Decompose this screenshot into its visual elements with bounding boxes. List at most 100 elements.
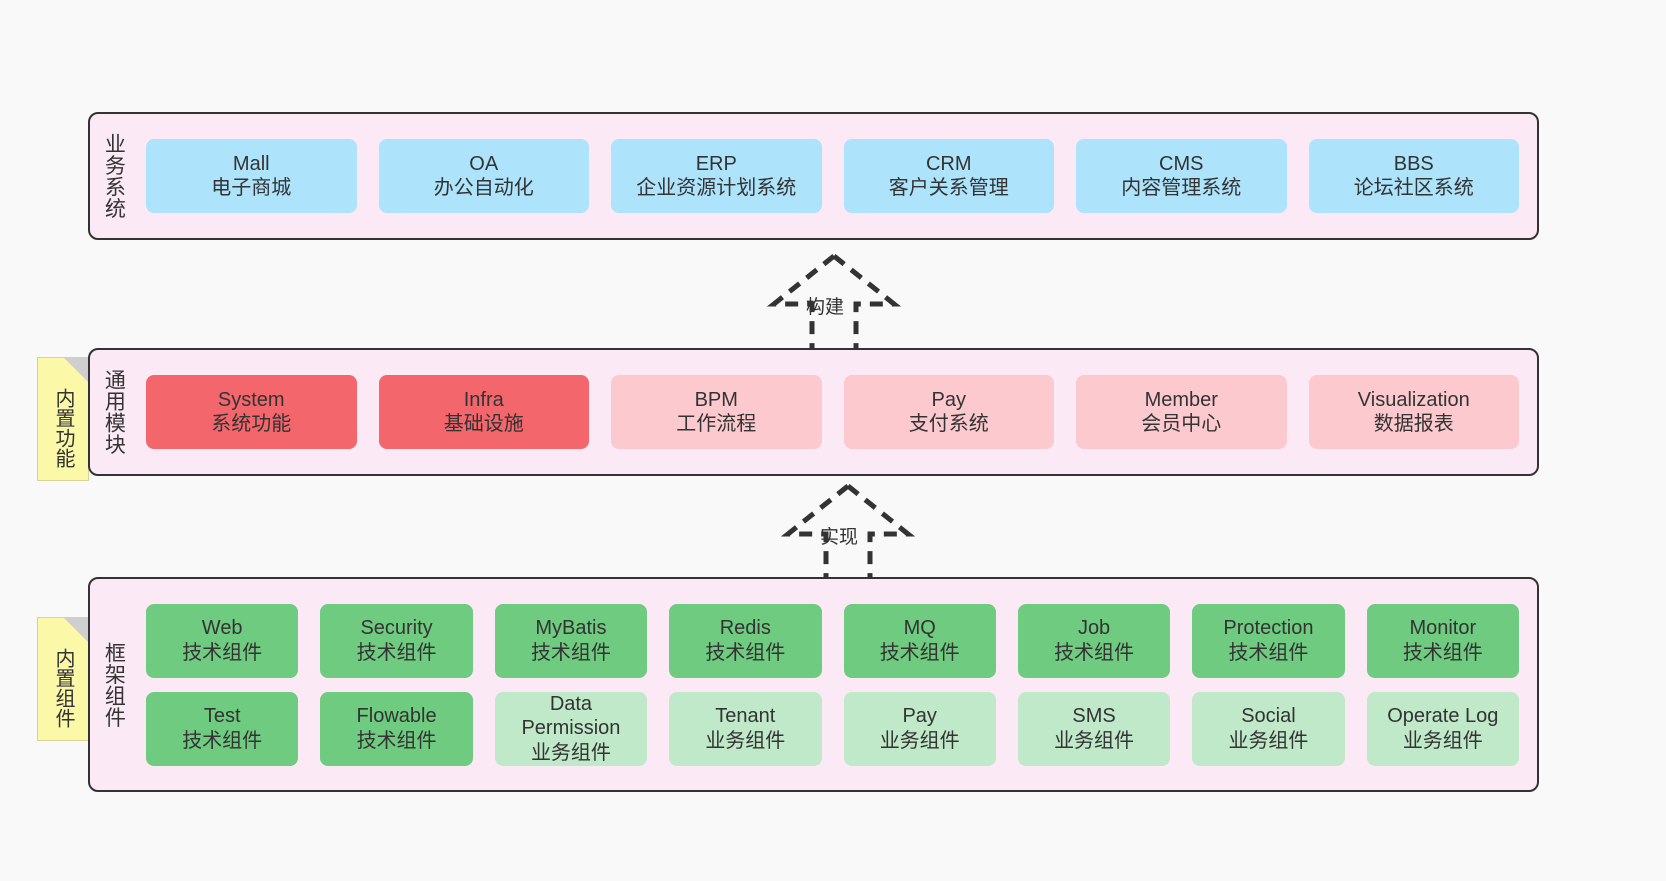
layer-title-common-modules: 通用模块: [102, 369, 126, 455]
node-title: ERP: [695, 152, 737, 175]
node-title: Job: [1077, 617, 1111, 640]
arrow-implement: 实现: [758, 482, 938, 582]
node-title: Web: [201, 617, 243, 640]
node-title: BBS: [1393, 152, 1434, 175]
node-subtitle: 业务组件: [1054, 729, 1135, 752]
node-subtitle: 内容管理系统: [1121, 177, 1242, 199]
arrow-build: 构建: [744, 252, 924, 352]
node-crm[interactable]: CRM 客户关系管理: [843, 139, 1054, 213]
node-flowable[interactable]: Flowable 技术组件: [320, 691, 473, 766]
node-security[interactable]: Security 技术组件: [320, 603, 473, 678]
node-subtitle: 会员中心: [1141, 413, 1222, 435]
node-subtitle: 支付系统: [908, 413, 989, 435]
node-row: Web 技术组件 Security 技术组件 MyBatis 技术组件 Redi…: [146, 603, 1519, 678]
layer-body-common-modules: System 系统功能 Infra 基础设施 BPM 工作流程 Pay 支付系统…: [136, 350, 1537, 474]
node-title: Flowable: [356, 705, 437, 728]
node-subtitle: 企业资源计划系统: [636, 177, 797, 199]
node-row: Mall 电子商城 OA 办公自动化 ERP 企业资源计划系统 CRM 客户关系…: [146, 139, 1519, 213]
node-title: MyBatis: [535, 617, 607, 640]
node-system[interactable]: System 系统功能: [146, 375, 357, 449]
node-operate-log[interactable]: Operate Log 业务组件: [1366, 691, 1519, 766]
node-title: Infra: [463, 388, 504, 411]
node-social[interactable]: Social 业务组件: [1192, 691, 1345, 766]
node-title: BPM: [694, 388, 738, 411]
note-builtin-features: 内置功能: [37, 357, 89, 481]
node-subtitle: 技术组件: [356, 729, 437, 752]
node-data-permission[interactable]: Data Permission 业务组件: [494, 691, 648, 766]
node-sms[interactable]: SMS 业务组件: [1017, 691, 1171, 766]
layer-title-business-systems: 业务系统: [102, 133, 126, 219]
node-subtitle: 客户关系管理: [888, 177, 1009, 199]
node-subtitle: 业务组件: [1228, 729, 1309, 752]
node-title: Operate Log: [1387, 705, 1499, 728]
node-subtitle: 基础设施: [443, 413, 524, 435]
layer-title-framework-components: 框架组件: [102, 641, 126, 728]
node-subtitle: 技术组件: [182, 729, 263, 752]
node-row: Test 技术组件 Flowable 技术组件 Data Permission …: [146, 691, 1519, 766]
node-title: Protection: [1223, 617, 1314, 640]
node-subtitle: 业务组件: [530, 741, 611, 764]
node-title: Mall: [232, 152, 270, 175]
node-member[interactable]: Member 会员中心: [1076, 375, 1287, 449]
node-pay-component[interactable]: Pay 业务组件: [843, 691, 996, 766]
node-monitor[interactable]: Monitor 技术组件: [1366, 603, 1519, 678]
node-title: OA: [469, 152, 499, 175]
node-tenant[interactable]: Tenant 业务组件: [669, 691, 822, 766]
node-subtitle: 技术组件: [879, 641, 960, 664]
node-subtitle: 数据报表: [1373, 413, 1454, 435]
arrow-implement-icon: [780, 484, 916, 582]
node-pay-module[interactable]: Pay 支付系统: [843, 375, 1054, 449]
node-bpm[interactable]: BPM 工作流程: [611, 375, 822, 449]
node-mall[interactable]: Mall 电子商城: [146, 139, 357, 213]
node-bbs[interactable]: BBS 论坛社区系统: [1308, 139, 1519, 213]
layer-body-business-systems: Mall 电子商城 OA 办公自动化 ERP 企业资源计划系统 CRM 客户关系…: [136, 114, 1537, 238]
node-cms[interactable]: CMS 内容管理系统: [1076, 139, 1287, 213]
node-mq[interactable]: MQ 技术组件: [843, 603, 996, 678]
node-oa[interactable]: OA 办公自动化: [378, 139, 589, 213]
layer-common-modules: 通用模块 System 系统功能 Infra 基础设施 BPM 工作流程 Pay…: [88, 348, 1539, 476]
node-title: SMS: [1072, 705, 1116, 728]
node-title: Tenant: [715, 705, 776, 728]
node-redis[interactable]: Redis 技术组件: [669, 603, 822, 678]
node-subtitle: 技术组件: [356, 641, 437, 664]
node-subtitle: 工作流程: [676, 413, 757, 435]
node-subtitle: 业务组件: [879, 729, 960, 752]
node-title: CMS: [1159, 152, 1204, 175]
node-title: Pay: [931, 388, 966, 411]
node-erp[interactable]: ERP 企业资源计划系统: [611, 139, 822, 213]
note-fold-icon: [64, 358, 88, 382]
layer-framework-components: 框架组件 Web 技术组件 Security 技术组件 MyBatis 技术组件…: [88, 577, 1539, 792]
node-visualization[interactable]: Visualization 数据报表: [1308, 375, 1519, 449]
node-title: CRM: [925, 152, 972, 175]
node-title: Pay: [902, 705, 937, 728]
node-subtitle: 技术组件: [182, 641, 263, 664]
node-title: Social: [1241, 705, 1296, 728]
note-builtin-components: 内置组件: [37, 617, 89, 741]
node-job[interactable]: Job 技术组件: [1017, 603, 1171, 678]
node-subtitle: 技术组件: [705, 641, 786, 664]
node-title: Visualization: [1357, 388, 1470, 411]
node-title: Redis: [719, 617, 771, 640]
node-infra[interactable]: Infra 基础设施: [378, 375, 589, 449]
arrow-build-icon: [766, 254, 902, 352]
node-test[interactable]: Test 技术组件: [146, 691, 299, 766]
node-subtitle: 业务组件: [1402, 729, 1483, 752]
note-label: 内置组件: [52, 648, 74, 728]
layer-business-systems: 业务系统 Mall 电子商城 OA 办公自动化 ERP 企业资源计划系统 CRM…: [88, 112, 1539, 240]
arrow-implement-label: 实现: [820, 527, 859, 548]
node-subtitle: 技术组件: [1402, 641, 1483, 664]
node-web[interactable]: Web 技术组件: [146, 603, 299, 678]
node-title: Member: [1144, 388, 1218, 411]
note-label: 内置功能: [52, 388, 74, 468]
node-row: System 系统功能 Infra 基础设施 BPM 工作流程 Pay 支付系统…: [146, 375, 1519, 449]
node-protection[interactable]: Protection 技术组件: [1192, 603, 1345, 678]
node-title: Test: [203, 705, 241, 728]
node-subtitle: 技术组件: [530, 641, 611, 664]
node-subtitle: 论坛社区系统: [1353, 177, 1474, 199]
node-subtitle: 电子商城: [211, 177, 292, 199]
node-mybatis[interactable]: MyBatis 技术组件: [494, 603, 648, 678]
node-title: MQ: [903, 617, 936, 640]
arrow-build-label: 构建: [806, 297, 845, 318]
note-fold-icon: [64, 618, 88, 642]
node-subtitle: 系统功能: [211, 413, 292, 435]
